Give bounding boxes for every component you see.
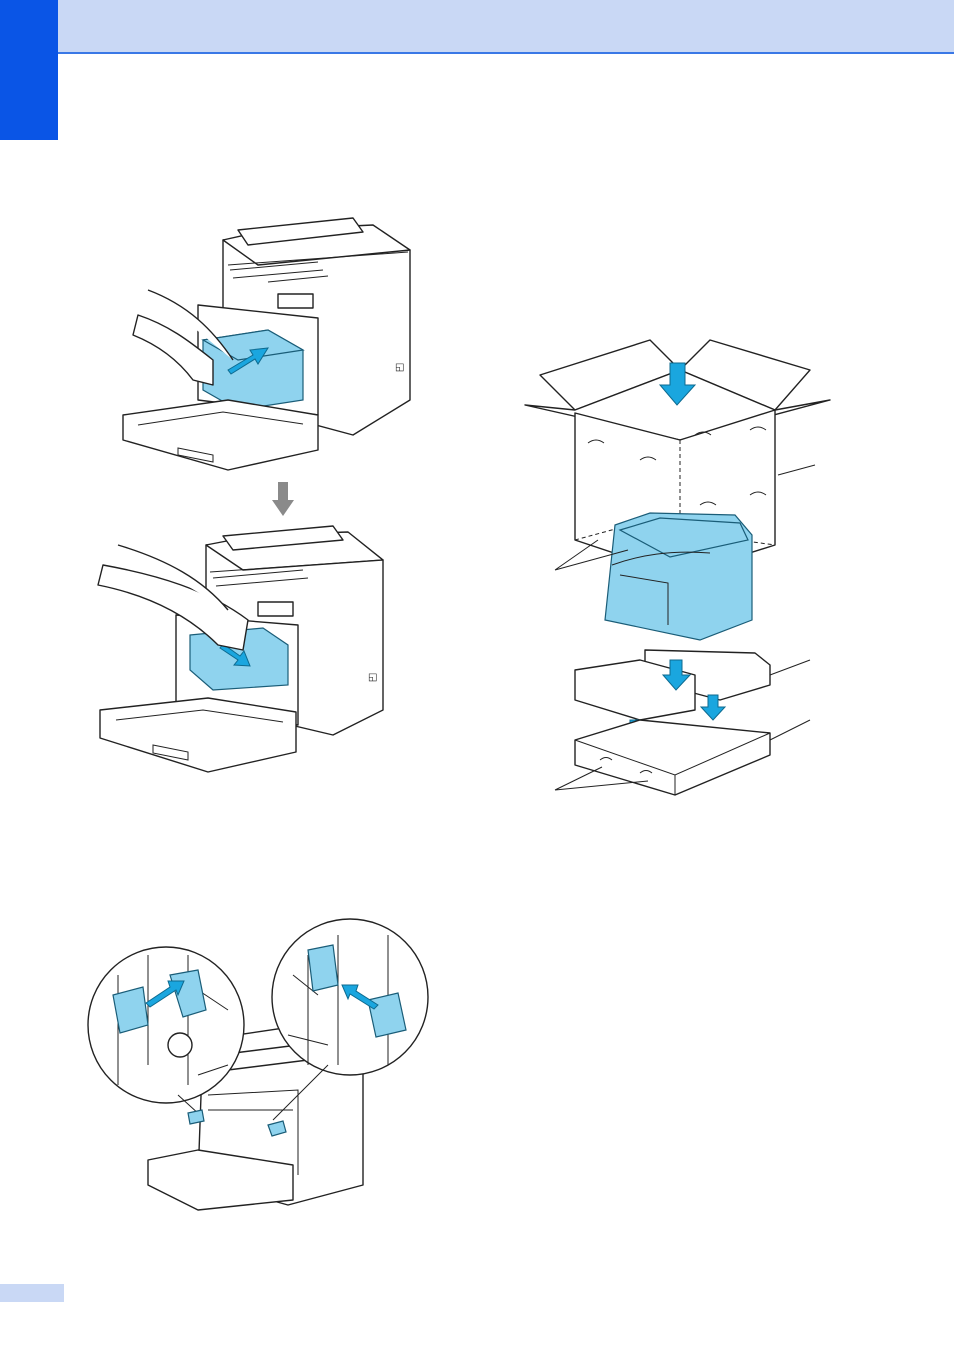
chapter-side-tab	[0, 0, 58, 140]
svg-text:◱: ◱	[395, 362, 404, 373]
packing-box-illustration	[520, 335, 840, 800]
page-footer-tab	[0, 1284, 64, 1302]
drum-removal-illustration: ◱	[118, 210, 418, 480]
svg-text:◱: ◱	[368, 672, 377, 683]
step-down-arrow	[272, 482, 294, 516]
drum-insert-illustration: ◱	[98, 520, 398, 775]
lock-levers-illustration	[88, 915, 428, 1210]
page-header-band	[0, 0, 954, 54]
